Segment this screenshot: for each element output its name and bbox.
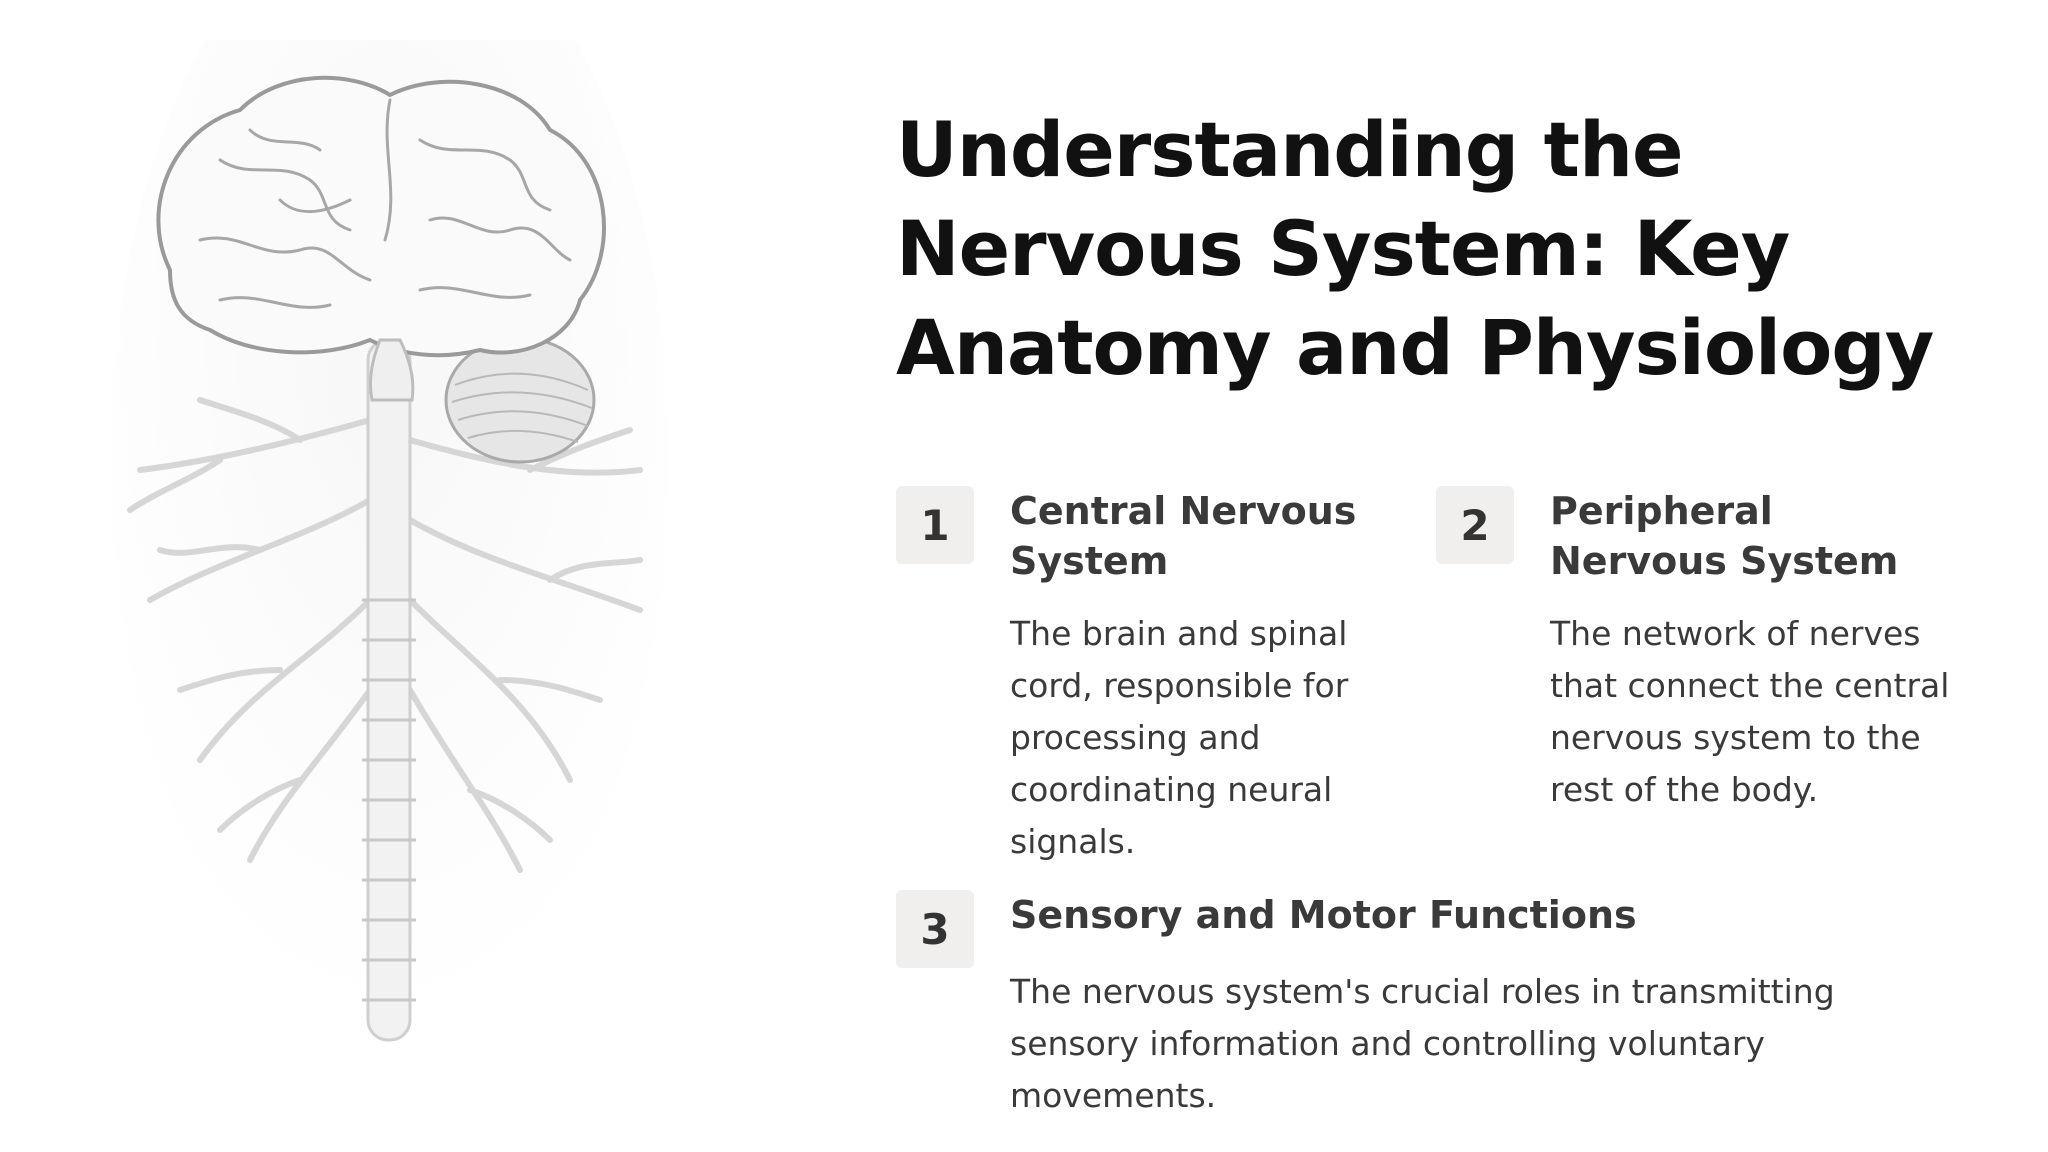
list-item-sensory-motor-functions: 3 Sensory and Motor Functions The nervou… xyxy=(896,890,1976,1115)
brain-spinal-cord-icon xyxy=(110,0,670,1042)
number-badge: 1 xyxy=(896,486,974,564)
item-title: Central Nervous System xyxy=(1010,489,1357,583)
number-badge: 2 xyxy=(1436,486,1514,564)
page-title: Understanding the Nervous System: Key An… xyxy=(896,105,1934,392)
nervous-system-illustration xyxy=(100,0,680,1090)
list-item-central-nervous-system: 1 Central Nervous System The brain and s… xyxy=(896,486,1366,876)
item-description: The network of nerves that connect the c… xyxy=(1550,614,1950,809)
content-area: Understanding the Nervous System: Key An… xyxy=(896,100,1996,397)
item-title: Peripheral Nervous System xyxy=(1550,489,1899,583)
item-description: The brain and spinal cord, responsible f… xyxy=(1010,614,1349,861)
number-badge: 3 xyxy=(896,890,974,968)
item-title: Sensory and Motor Functions xyxy=(1010,893,1637,937)
list-item-peripheral-nervous-system: 2 Peripheral Nervous System The network … xyxy=(1436,486,1956,826)
item-description: The nervous system's crucial roles in tr… xyxy=(1010,972,1835,1115)
